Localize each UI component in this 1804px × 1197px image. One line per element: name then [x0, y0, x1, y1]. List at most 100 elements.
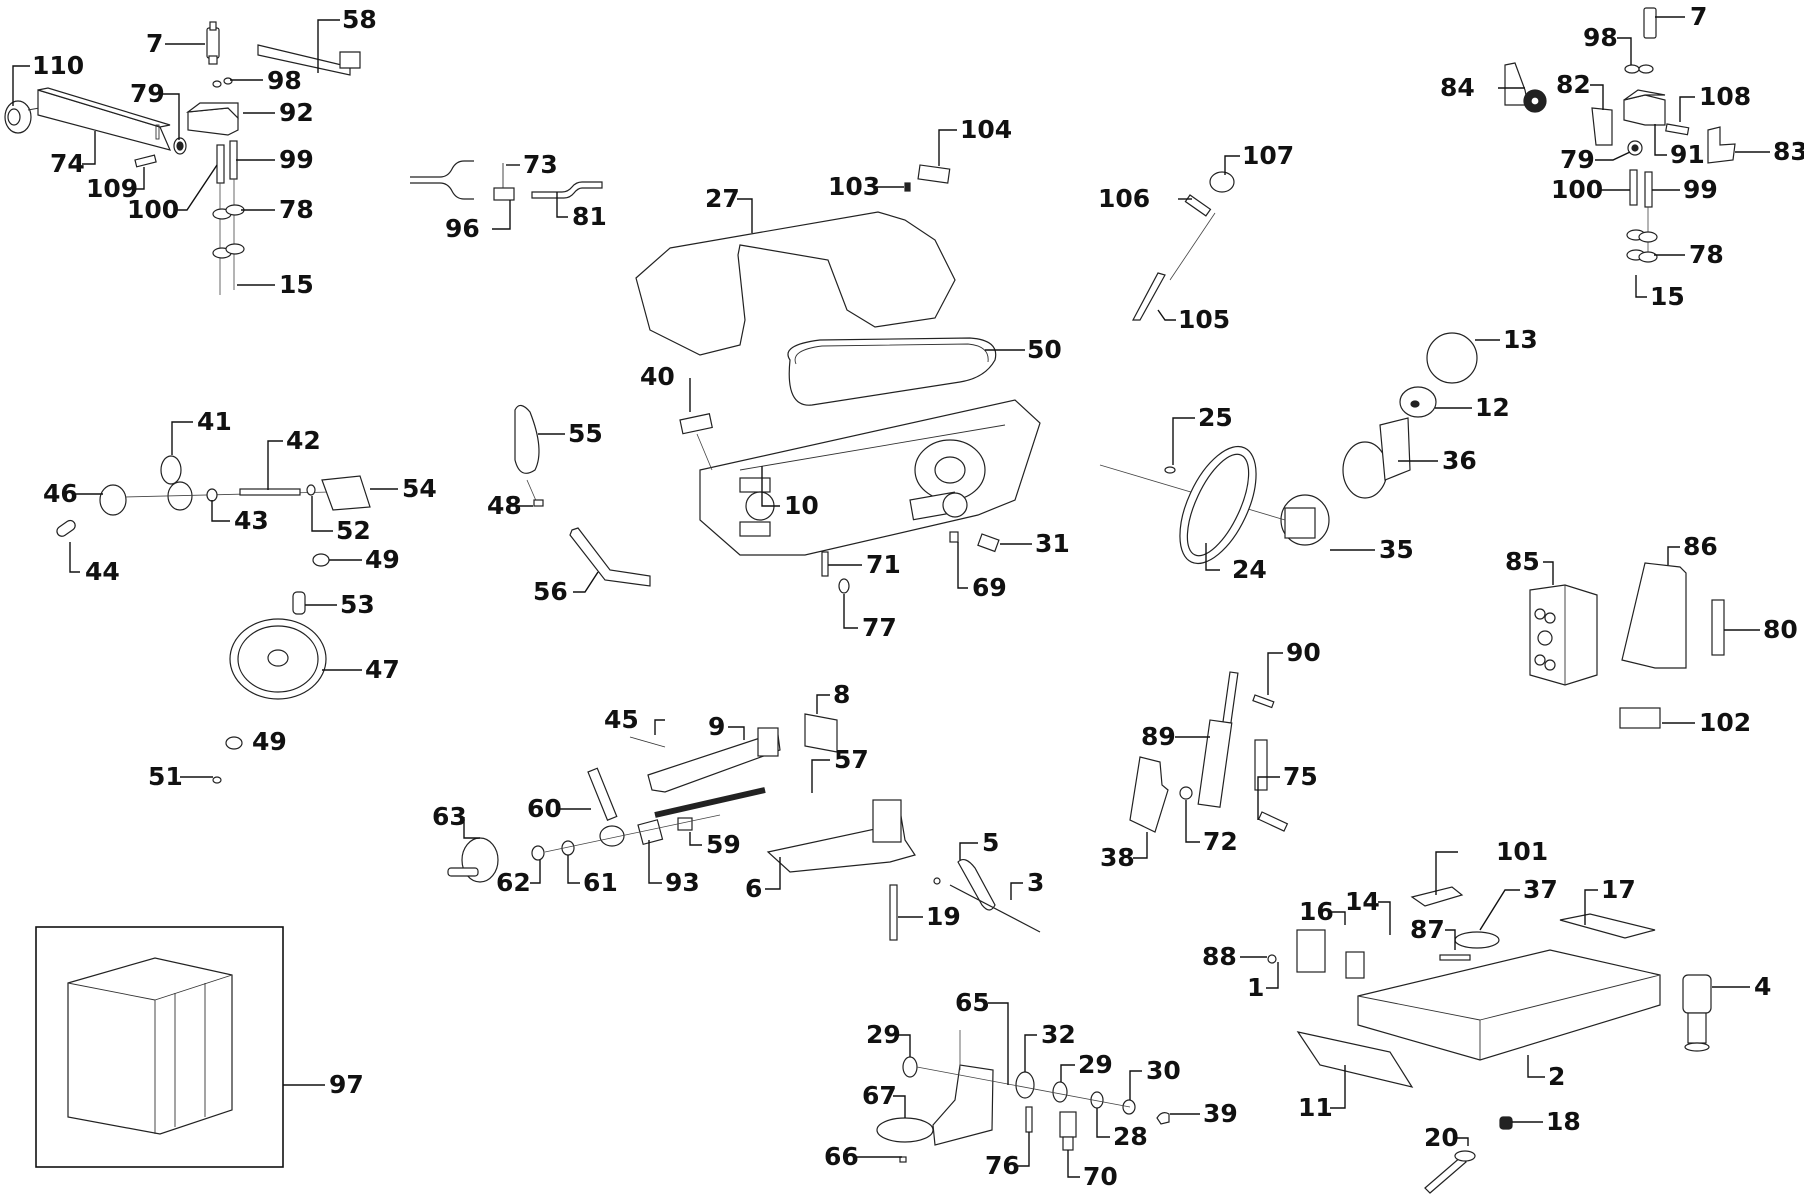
leader-75: [1257, 776, 1280, 820]
callout-43: 43: [234, 506, 269, 535]
callout-17: 17: [1601, 875, 1636, 904]
callout-36: 36: [1442, 446, 1477, 475]
part-9-vise-jaw: [629, 727, 781, 793]
part-56-lever: [569, 527, 651, 587]
part-89-cylinder: [1179, 671, 1289, 832]
callout-53: 53: [340, 590, 375, 619]
part-38-cover: [1129, 756, 1169, 833]
part-7b-bolt: [1643, 7, 1657, 39]
leader-74: [82, 131, 96, 165]
part-105-107-spring: [1132, 171, 1235, 321]
callout-labels: 110 7 58 79 98 92 74 109 99 100 78 15 73…: [32, 2, 1804, 1191]
leader-91: [1654, 124, 1667, 156]
leader-52: [311, 496, 333, 532]
callout-7: 7: [146, 29, 163, 58]
callout-105: 105: [1178, 305, 1230, 334]
part-82-plate: [1591, 107, 1613, 146]
part-12-fan: [1399, 386, 1437, 418]
callout-72: 72: [1203, 827, 1238, 856]
callout-51: 51: [148, 762, 183, 791]
part-91-block: [1623, 89, 1666, 126]
part-40-fitting: [679, 413, 713, 471]
callout-83: 83: [1773, 137, 1804, 166]
leader-100a: [175, 164, 218, 211]
callout-93: 93: [665, 868, 700, 897]
leader-38: [1133, 832, 1148, 859]
callout-54: 54: [402, 474, 437, 503]
callout-49: 49: [252, 727, 287, 756]
part-66-screw: [899, 1156, 907, 1163]
part-35-gearbox: [1099, 464, 1330, 546]
part-58-guard-strip: [257, 44, 361, 76]
leader-81: [556, 192, 568, 218]
callout-79: 79: [1560, 145, 1595, 174]
callout-89: 89: [1141, 722, 1176, 751]
callout-98: 98: [267, 66, 302, 95]
leader-45: [654, 719, 665, 735]
callout-76: 76: [985, 1151, 1020, 1180]
callout-65: 65: [955, 988, 990, 1017]
leader-11: [1330, 1065, 1346, 1109]
callout-87: 87: [1410, 915, 1445, 944]
leader-63: [463, 817, 480, 839]
callout-30: 30: [1146, 1056, 1181, 1085]
callout-8: 8: [833, 680, 850, 709]
callout-99: 99: [1683, 175, 1718, 204]
part-78b-bearings: [1626, 229, 1658, 263]
part-69-31-pins: [909, 491, 1000, 553]
leader-108: [1679, 96, 1695, 122]
part-86-bracket-housing: [1621, 562, 1687, 669]
part-10-saw-frame: [699, 399, 1041, 556]
callout-27: 27: [705, 184, 740, 213]
leader-43: [211, 500, 230, 522]
leader-109: [132, 167, 145, 190]
part-109-pin: [134, 154, 157, 168]
callout-80: 80: [1763, 615, 1798, 644]
leader-90: [1267, 652, 1283, 695]
part-81-hose: [531, 181, 603, 199]
part-103-104-fittings: [904, 164, 951, 192]
leader-87: [1445, 929, 1456, 950]
callout-29: 29: [1078, 1050, 1113, 1079]
callout-56: 56: [533, 577, 568, 606]
leader-93: [648, 840, 662, 884]
callout-69: 69: [972, 573, 1007, 602]
leader-96: [492, 200, 511, 230]
part-102-mount: [1619, 707, 1661, 729]
leader-9: [728, 726, 745, 740]
callout-3: 3: [1027, 868, 1044, 897]
callout-1: 1: [1247, 973, 1264, 1002]
part-71-77-tensioner: [821, 551, 850, 594]
leader-44: [69, 542, 80, 573]
part-79b-bearing: [1627, 140, 1643, 156]
part-85-control-box: [1529, 584, 1598, 686]
part-96-valve: [410, 160, 515, 201]
part-99b-100b-shafts: [1629, 169, 1653, 260]
leader-10: [761, 466, 780, 507]
part-78-bearings: [212, 204, 245, 259]
callout-42: 42: [286, 426, 321, 455]
callout-44: 44: [85, 557, 120, 586]
part-83-plate: [1707, 126, 1736, 164]
callout-38: 38: [1100, 843, 1135, 872]
callout-14: 14: [1345, 887, 1380, 916]
part-32-ring: [1015, 1071, 1035, 1099]
callout-29: 29: [866, 1020, 901, 1049]
callout-74: 74: [50, 149, 85, 178]
callout-24: 24: [1232, 555, 1267, 584]
leader-76: [1018, 1132, 1030, 1167]
leader-58: [317, 19, 340, 73]
part-47-handwheel: [229, 591, 327, 700]
leader-20: [1455, 1137, 1469, 1146]
callout-48: 48: [487, 491, 522, 520]
callout-78: 78: [1689, 240, 1724, 269]
part-24-pulley: [1164, 445, 1257, 565]
callout-75: 75: [1283, 762, 1318, 791]
leader-65: [988, 1002, 1009, 1085]
leader-1: [1266, 962, 1279, 989]
leader-15b: [1635, 275, 1647, 298]
callout-47: 47: [365, 655, 400, 684]
leader-104: [938, 129, 957, 166]
callout-25: 25: [1198, 403, 1233, 432]
part-drawings: [4, 7, 1736, 1194]
